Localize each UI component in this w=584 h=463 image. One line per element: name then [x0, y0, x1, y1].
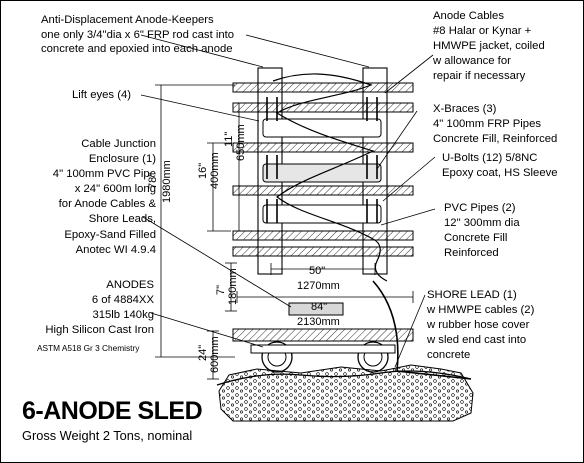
ubolts-line-2: Epoxy coat, HS Sleeve [442, 167, 558, 180]
shore-line-4: w sled end cast into [427, 334, 527, 347]
anodes-line-3: 315lb 140kg [92, 309, 154, 322]
junction-line-8: Anotec WI 4.9.4 [75, 243, 156, 256]
junction-line-2: Enclosure (1) [88, 153, 156, 166]
dim-11-mm: 650mm [235, 124, 247, 161]
xbraces-line-2: 4" 100mm FRP Pipes [433, 118, 542, 131]
pvc-line-2: 12" 300mm dia [444, 217, 520, 230]
shore-line-5: concrete [427, 349, 471, 362]
dim-84-in: 84" [311, 301, 327, 313]
dim-50-in: 50" [309, 265, 325, 277]
xbraces-line-3: Concrete Fill, Reinforced [433, 133, 558, 146]
pvc-line-3: Concrete Fill [444, 232, 508, 245]
dimension-text-16: 16" 400mm [197, 152, 221, 189]
u-bolts [266, 97, 378, 223]
callout-anode-cables: Anode Cables #8 Halar or Kynar + HMWPE j… [433, 9, 545, 84]
anode-bar [232, 185, 414, 196]
dim-7-in: 7" [215, 285, 227, 295]
seabed-gravel [218, 364, 474, 422]
dim-50-mm: 1270mm [297, 280, 340, 292]
anodes-spec: ASTM A518 Gr 3 Chemistry [37, 343, 140, 353]
xbraces-line-1: X-Braces (3) [433, 103, 497, 115]
drawing-title: 6-ANODE SLED [22, 397, 203, 425]
callout-x-braces: X-Braces (3) 4" 100mm FRP Pipes Concrete… [433, 102, 557, 147]
cables-line-5: repair if necessary [433, 70, 526, 83]
keepers-line-1: Anti-Displacement Anode-Keepers [41, 14, 214, 26]
anodes-line-2: 6 of 4884XX [91, 294, 154, 307]
callout-shore-lead: SHORE LEAD (1) w HMWPE cables (2) w rubb… [427, 288, 534, 363]
anode-bar [232, 82, 414, 93]
junction-line-6: Shore Leads, [88, 213, 156, 226]
anode-stack [232, 82, 414, 257]
callout-anode-keepers: Anti-Displacement Anode-Keepers one only… [41, 13, 234, 57]
cable-junction-enclosure [288, 302, 344, 316]
dim-78-in: 78" [147, 173, 159, 189]
anodes-line-4: High Silicon Cast Iron [45, 324, 154, 337]
seabed-line [216, 370, 472, 386]
junction-line-3: 4" 100mm PVC Pipe [52, 168, 156, 181]
sled-skid [250, 344, 396, 354]
dimension-text-7: 7" 180mm [215, 268, 239, 305]
pvc-line-1: PVC Pipes (2) [444, 202, 516, 214]
junction-line-4: x 24" 600m long [74, 183, 156, 196]
cable-coil [372, 238, 388, 282]
callout-pvc-pipes: PVC Pipes (2) 12" 300mm dia Concrete Fil… [444, 201, 520, 261]
dimension-text-78: 78" 1980mm [147, 160, 173, 203]
callout-anodes: ANODES 6 of 4884XX 315lb 140kg High Sili… [26, 278, 154, 338]
dim-78-mm: 1980mm [161, 160, 173, 203]
keepers-line-3: concrete and epoxied into each anode [41, 43, 233, 56]
dim-24-mm: 600mm [209, 336, 221, 373]
cables-line-2: #8 Halar or Kynar + [433, 25, 532, 38]
leader-lines [140, 34, 436, 368]
anode-bar [232, 102, 414, 113]
dim-16-in: 16" [197, 163, 209, 179]
cables-line-1: Anode Cables [433, 10, 504, 22]
shore-line-1: SHORE LEAD (1) [427, 289, 517, 301]
cables-line-4: w allowance for [433, 55, 511, 68]
junction-line-7: Epoxy-Sand Filled [64, 228, 156, 241]
pvc-line-4: Reinforced [444, 247, 499, 260]
callout-lift-eyes: Lift eyes (4) [72, 88, 131, 103]
keepers-line-2: one only 3/4"dia x 6" FRP rod cast into [41, 28, 235, 41]
dimension-lines [155, 84, 414, 380]
shore-line-2: w HMWPE cables (2) [427, 304, 535, 317]
lift-eyes-line-1: Lift eyes (4) [72, 89, 132, 101]
anode-bar [232, 246, 414, 257]
ubolts-line-1: U-Bolts (12) 5/8NC [442, 152, 538, 164]
junction-line-1: Cable Junction [81, 138, 156, 150]
sled-base [232, 328, 414, 342]
shore-lead-cable [372, 280, 472, 380]
anodes-line-1: ANODES [106, 279, 154, 291]
callout-cable-junction: Cable Junction Enclosure (1) 4" 100mm PV… [36, 137, 156, 258]
junction-line-5: for Anode Cables & [58, 198, 156, 211]
dim-11-in: 11" [223, 132, 235, 147]
drawing-subtitle: Gross Weight 2 Tons, nominal [22, 428, 193, 443]
dimension-text-11: 11" 650mm [223, 124, 247, 161]
callout-u-bolts: U-Bolts (12) 5/8NC Epoxy coat, HS Sleeve [442, 151, 558, 181]
x-brace-pipes [262, 118, 382, 224]
dim-7-mm: 180mm [227, 268, 239, 305]
anode-bar [232, 142, 414, 153]
dim-84-mm: 2130mm [297, 316, 340, 328]
dim-24-in: 24" [197, 345, 209, 361]
dim-16-mm: 400mm [209, 152, 221, 189]
dimension-text-24: 24" 600mm [197, 336, 221, 373]
cables-line-3: HMWPE jacket, coiled [433, 40, 545, 53]
shore-line-3: w rubber hose cover [427, 319, 530, 332]
anode-cable-run [272, 73, 375, 240]
anode-bar [232, 230, 414, 241]
